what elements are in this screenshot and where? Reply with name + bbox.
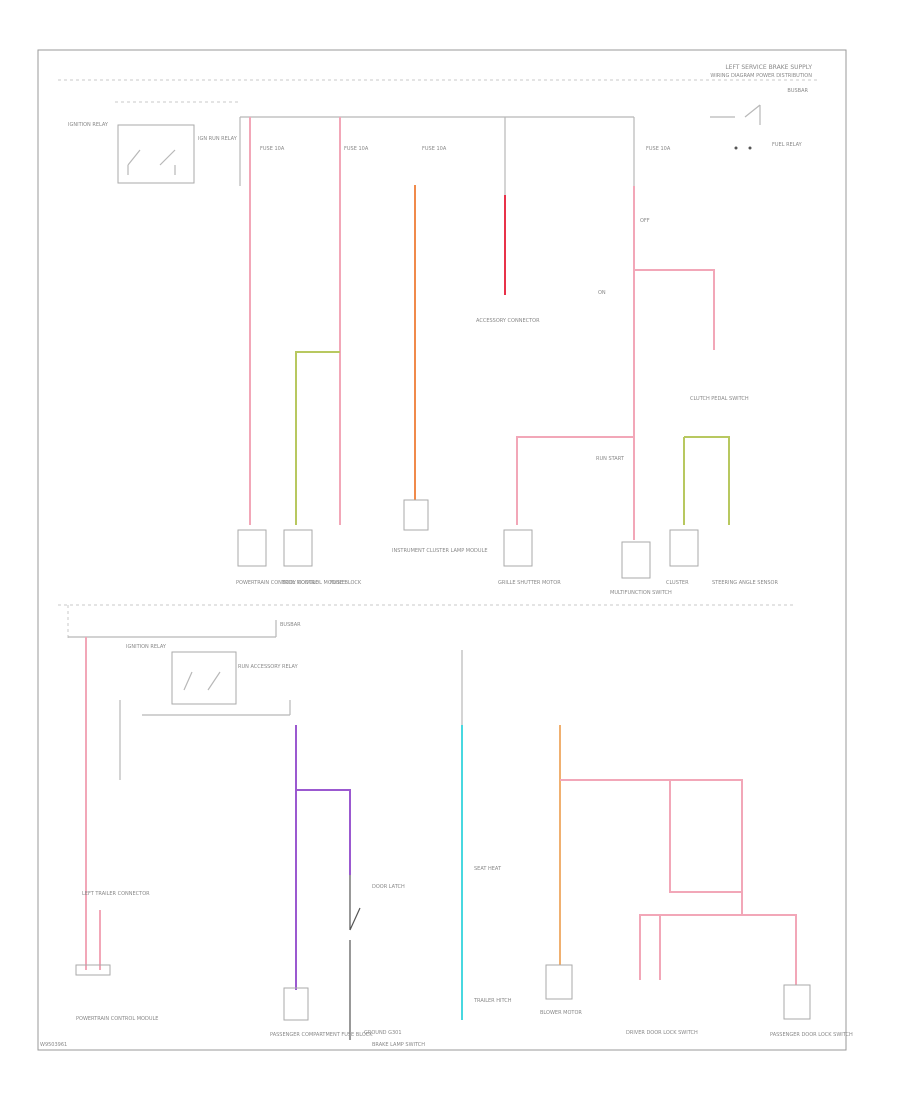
bottom-load-label-1: POWERTRAIN CONTROL MODULE xyxy=(76,1016,158,1022)
load-box-2 xyxy=(283,529,313,567)
load-box-6 xyxy=(669,529,699,567)
diagram-frame xyxy=(37,49,847,1051)
fuse-label-3: FUSE 10A xyxy=(422,146,447,152)
bottom-relay-contacts xyxy=(142,671,291,716)
label-run-start: RUN START xyxy=(596,456,625,462)
bottom-relay-label: IGNITION RELAY xyxy=(126,644,167,650)
label-ground: GROUND G301 xyxy=(364,1030,402,1036)
top-load-label-3: FUSE BLOCK xyxy=(330,580,362,586)
label-accessory-connector: ACCESSORY CONNECTOR xyxy=(476,318,540,324)
bottom-load-box-3 xyxy=(545,964,573,1000)
top-relay-sub-label: IGN RUN RELAY xyxy=(198,136,238,142)
top-load-label-8: STEERING ANGLE SENSOR xyxy=(712,580,778,586)
top-load-label-4: INSTRUMENT CLUSTER LAMP MODULE xyxy=(392,548,488,554)
top-load-label-2: BODY CONTROL MODULE xyxy=(282,580,345,586)
top-relay-label: IGNITION RELAY xyxy=(68,122,109,128)
header-line-1: LEFT SERVICE BRAKE SUPPLY xyxy=(725,64,812,71)
bottom-load-label-5: DRIVER DOOR LOCK SWITCH xyxy=(626,1030,698,1036)
wire-grille-feed xyxy=(516,436,634,525)
top-bus-label: BUSBAR xyxy=(787,88,808,94)
bottom-load-label-4: BLOWER MOTOR xyxy=(540,1010,582,1016)
load-box-3 xyxy=(403,499,429,531)
wire-cluster-feed xyxy=(683,436,730,525)
bottom-bus-label: BUSBAR xyxy=(280,622,301,628)
top-load-label-1: POWERTRAIN CONTROL MODULE xyxy=(236,580,318,586)
fuse-label-4: FUSE 10A xyxy=(646,146,671,152)
label-off: OFF xyxy=(640,218,650,224)
label-on: ON xyxy=(598,290,606,296)
wire-bcm-feed xyxy=(295,351,340,525)
fuel-relay-pin-b xyxy=(748,146,752,150)
top-load-label-6: MULTIFUNCTION SWITCH xyxy=(610,590,672,596)
bottom-load-box-1 xyxy=(75,964,111,976)
top-relay-contacts xyxy=(127,149,176,175)
label-left-trailer: LEFT TRAILER CONNECTOR xyxy=(82,891,150,897)
label-clutch-switch: CLUTCH PEDAL SWITCH xyxy=(690,396,749,402)
bottom-load-box-4 xyxy=(783,984,811,1020)
bottom-load-label-6: PASSENGER DOOR LOCK SWITCH xyxy=(770,1032,853,1038)
fuel-relay-pin-a xyxy=(734,146,738,150)
load-box-1 xyxy=(237,529,267,567)
footer-code: W9503961 xyxy=(40,1042,67,1048)
bottom-relay-box xyxy=(171,651,237,705)
top-load-label-7: CLUSTER xyxy=(666,580,689,586)
label-trailer-hitch: TRAILER HITCH xyxy=(473,998,512,1004)
bottom-relay-sub-label: RUN ACCESSORY RELAY xyxy=(238,664,299,670)
header-line-2: WIRING DIAGRAM POWER DISTRIBUTION xyxy=(710,73,812,79)
fuel-relay-label: FUEL RELAY xyxy=(772,142,803,148)
wire-purple-branch xyxy=(296,789,351,875)
fuse-label-1: FUSE 10A xyxy=(260,146,285,152)
load-box-5 xyxy=(621,541,651,579)
bottom-load-label-2: PASSENGER COMPARTMENT FUSE BLOCK xyxy=(270,1032,373,1038)
top-load-label-5: GRILLE SHUTTER MOTOR xyxy=(498,580,561,586)
top-relay-box xyxy=(117,124,195,184)
fuse-label-2: FUSE 10A xyxy=(344,146,369,152)
fuel-relay-switch xyxy=(710,104,761,125)
label-door-latch: DOOR LATCH xyxy=(372,884,405,890)
bottom-load-label-3: BRAKE LAMP SWITCH xyxy=(372,1042,425,1048)
bottom-load-box-2 xyxy=(283,987,309,1021)
load-box-4 xyxy=(503,529,533,567)
label-seat-heat: SEAT HEAT xyxy=(474,866,502,872)
wire-door-lock-network xyxy=(560,779,797,985)
wire-branch-right xyxy=(634,269,715,350)
wire-brake-switch xyxy=(349,875,361,1040)
